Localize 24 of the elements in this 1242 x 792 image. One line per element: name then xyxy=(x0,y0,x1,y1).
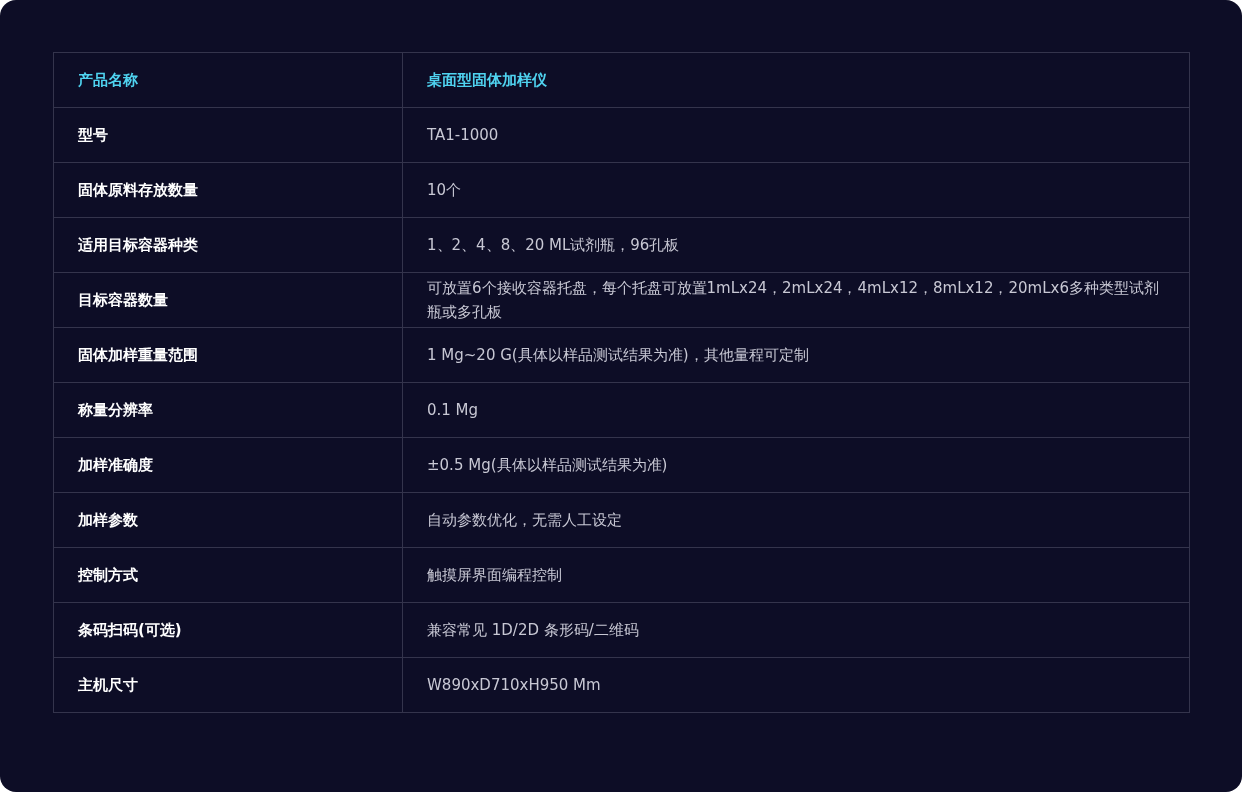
spec-value-cell: 自动参数优化，无需人工设定 xyxy=(402,492,1190,548)
spec-name-cell: 条码扫码(可选) xyxy=(53,602,403,658)
header-cell: 产品名称 xyxy=(53,52,403,108)
spec-name-cell: 型号 xyxy=(53,107,403,163)
spec-value-cell: 10个 xyxy=(402,162,1190,218)
spec-name-cell: 加样准确度 xyxy=(53,437,403,493)
spec-value-cell: 可放置6个接收容器托盘，每个托盘可放置1mLx24，2mLx24，4mLx12，8mLx12，20mLx6多种类型试剂瓶或多孔板 xyxy=(402,272,1190,328)
spec-name-cell: 加样参数 xyxy=(53,492,403,548)
header-value-cell: 桌面型固体加样仪 xyxy=(402,52,1190,108)
spec-name-cell: 固体加样重量范围 xyxy=(53,327,403,383)
spec-value-cell: TA1-1000 xyxy=(402,107,1190,163)
spec-name-cell: 主机尺寸 xyxy=(53,657,403,713)
spec-name-cell: 称量分辨率 xyxy=(53,382,403,438)
spec-value-cell: W890xD710xH950 Mm xyxy=(402,657,1190,713)
spec-name-cell: 目标容器数量 xyxy=(53,272,403,328)
spec-name-cell: 适用目标容器种类 xyxy=(53,217,403,273)
spec-name-cell: 控制方式 xyxy=(53,547,403,603)
spec-value-cell: 兼容常见 1D/2D 条形码/二维码 xyxy=(402,602,1190,658)
spec-value-cell: ±0.5 Mg(具体以样品测试结果为准) xyxy=(402,437,1190,493)
spec-value-cell: 1、2、4、8、20 ML试剂瓶，96孔板 xyxy=(402,217,1190,273)
spec-value-cell: 触摸屏界面编程控制 xyxy=(402,547,1190,603)
spec-name-cell: 固体原料存放数量 xyxy=(53,162,403,218)
spec-value-cell: 1 Mg~20 G(具体以样品测试结果为准)，其他量程可定制 xyxy=(402,327,1190,383)
spec-value-cell: 0.1 Mg xyxy=(402,382,1190,438)
